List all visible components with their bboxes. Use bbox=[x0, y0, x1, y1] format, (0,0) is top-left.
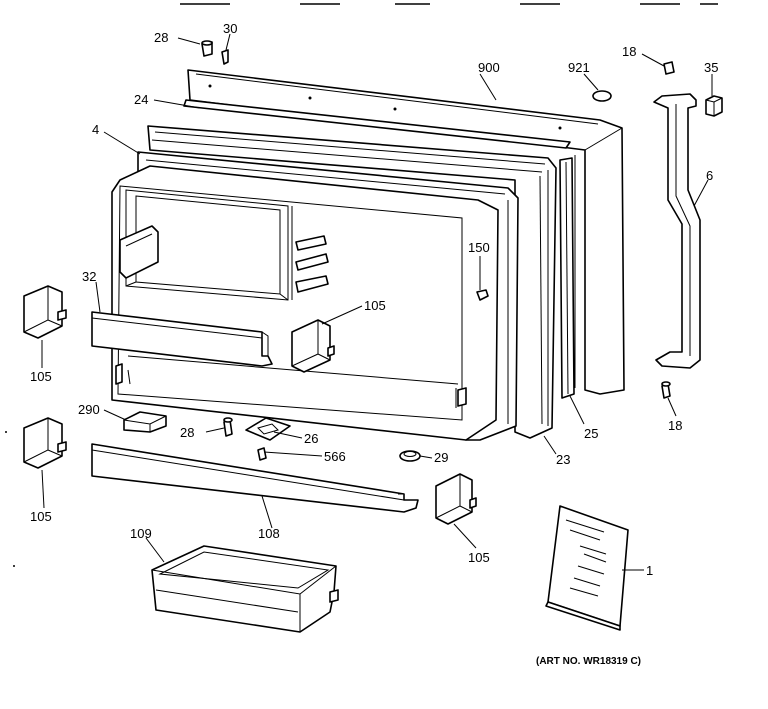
callout-28-upper: 28 bbox=[154, 30, 168, 45]
callout-28-lower: 28 bbox=[180, 425, 194, 440]
callout-150: 150 bbox=[468, 240, 490, 255]
callout-26: 26 bbox=[304, 431, 318, 446]
leader-lines bbox=[41, 33, 713, 571]
callout-921: 921 bbox=[568, 60, 590, 75]
callout-18-lower: 18 bbox=[668, 418, 682, 433]
lower-shelf-bar bbox=[91, 443, 419, 513]
callout-105-upper: 105 bbox=[364, 298, 386, 313]
callout-labels: 28 30 900 921 18 35 24 4 6 150 32 105 10… bbox=[30, 21, 718, 667]
callout-105-lower: 105 bbox=[468, 550, 490, 565]
callout-18-upper: 18 bbox=[622, 44, 636, 59]
door-handle bbox=[653, 93, 701, 369]
screw-18-lower bbox=[661, 381, 671, 399]
callout-566: 566 bbox=[324, 449, 346, 464]
callout-6: 6 bbox=[706, 168, 713, 183]
callout-29: 29 bbox=[434, 450, 448, 465]
callout-24: 24 bbox=[134, 92, 148, 107]
callout-35: 35 bbox=[704, 60, 718, 75]
plug-921 bbox=[592, 90, 612, 102]
inner-door-liner bbox=[111, 165, 499, 441]
screw-566 bbox=[257, 447, 267, 461]
callout-30: 30 bbox=[223, 21, 237, 36]
callout-25: 25 bbox=[584, 426, 598, 441]
hinge-plate-26 bbox=[245, 417, 291, 441]
art-number: (ART NO. WR18319 C) bbox=[536, 656, 641, 667]
bin-end-cap-left-lower bbox=[23, 417, 67, 469]
upper-shelf-bar bbox=[91, 311, 273, 367]
bin-end-cap-left-upper bbox=[23, 285, 67, 339]
callout-105-left-upper: 105 bbox=[30, 369, 52, 384]
door-bin-109 bbox=[151, 545, 339, 633]
screw-150 bbox=[476, 289, 489, 301]
plug-29 bbox=[399, 450, 421, 462]
bin-end-cap-upper bbox=[291, 319, 335, 373]
block-290 bbox=[123, 411, 167, 433]
screw-30 bbox=[221, 49, 229, 65]
screw-18-upper bbox=[663, 61, 675, 75]
callout-105-left-lower: 105 bbox=[30, 509, 52, 524]
callout-108: 108 bbox=[258, 526, 280, 541]
callout-4: 4 bbox=[92, 122, 99, 137]
side-gasket-strip bbox=[559, 157, 575, 399]
top-trim-strip bbox=[183, 99, 571, 149]
callout-1: 1 bbox=[646, 563, 653, 578]
screw-28-lower bbox=[223, 417, 233, 437]
handle-cap-35 bbox=[705, 95, 723, 117]
screw-28-upper bbox=[201, 40, 213, 57]
callout-32: 32 bbox=[82, 269, 96, 284]
bin-end-cap-right-lower bbox=[435, 473, 477, 525]
callout-290: 290 bbox=[78, 402, 100, 417]
owners-manual-booklet bbox=[545, 505, 629, 631]
callout-900: 900 bbox=[478, 60, 500, 75]
callout-23: 23 bbox=[556, 452, 570, 467]
callout-109: 109 bbox=[130, 526, 152, 541]
